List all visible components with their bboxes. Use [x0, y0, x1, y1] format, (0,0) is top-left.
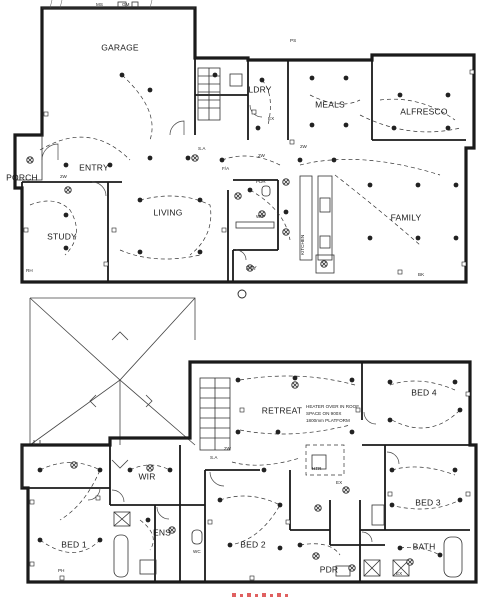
room-label-wip: WIP	[256, 214, 265, 219]
garage-door-swing	[169, 120, 185, 136]
room-label-alfresco: ALFRESCO	[400, 106, 448, 116]
tag-htr: HTR	[312, 466, 322, 471]
ground-downlights	[26, 154, 328, 272]
room-label-pty: PTY	[246, 266, 257, 272]
tag-2w-hall: 2W	[258, 153, 266, 158]
tag-2w-first: 2W	[224, 446, 232, 451]
bed3-door-swing	[386, 451, 400, 465]
room-label-garage: GARAGE	[101, 42, 139, 52]
room-label-ens: ENS	[153, 527, 171, 537]
room-label-bed4: BED 4	[411, 387, 437, 397]
room-label-bath: BATH	[413, 541, 436, 551]
room-label-retreat: RETREAT	[262, 405, 302, 415]
room-label-wir: WIR	[138, 471, 155, 481]
tag-ps: PS	[290, 38, 296, 43]
wip-shelves	[235, 221, 275, 229]
heater-unit	[311, 454, 327, 470]
entry-door-swing	[41, 143, 59, 161]
first-lights	[37, 375, 463, 558]
tag-2w-meals: 2W	[300, 144, 308, 149]
wir-door-swing	[111, 489, 125, 503]
label-ms: MS	[96, 2, 103, 7]
tag-ex: EX	[268, 116, 274, 121]
tag-bk: BK	[418, 272, 425, 277]
first-stair	[199, 377, 231, 451]
meter-box	[117, 1, 127, 9]
roof-lines	[29, 297, 196, 469]
pty-door-swing	[235, 249, 247, 261]
first-floor-plan: RETREAT BED 4 BED 3 WIR BED 1 ENS BED 2 …	[20, 297, 478, 584]
heater-platform	[305, 444, 345, 476]
room-label-kitchen: KITCHEN	[300, 235, 305, 255]
room-label-family: FAMILY	[391, 212, 422, 222]
porch-outline	[15, 135, 43, 181]
bath-door-swing	[361, 531, 373, 543]
red-stamp-mark	[232, 593, 288, 597]
kitchen-bench	[299, 175, 335, 274]
room-label-bed1: BED 1	[61, 539, 87, 549]
tag-ex-first: EX	[336, 480, 342, 485]
ground-wiring	[29, 74, 461, 260]
first-downlights	[70, 381, 414, 572]
ens-door-swing	[156, 506, 170, 520]
label-gm: GM	[122, 2, 130, 7]
gas-meter	[131, 1, 139, 9]
ground-inner-walls	[21, 55, 466, 282]
laundry-tub	[229, 73, 243, 87]
bathroom-fixtures	[113, 504, 463, 578]
room-label-wc: WC	[193, 549, 201, 554]
svg-text:1800mm PLATFORM: 1800mm PLATFORM	[306, 418, 350, 423]
room-label-porch: PORCH	[6, 172, 38, 182]
ground-stair	[197, 67, 221, 121]
svg-text:HEATER OVER IN ROOF: HEATER OVER IN ROOF	[306, 404, 359, 409]
first-hatch	[21, 440, 41, 488]
room-label-meals: MEALS	[315, 99, 345, 109]
bed2-door-swing	[209, 471, 225, 487]
external-light	[237, 289, 247, 299]
room-label-bed3: BED 3	[415, 497, 441, 507]
tag-sa-first: S.A	[210, 455, 218, 460]
room-label-pdr-ground: PDR	[256, 179, 266, 184]
bed4-door-swing	[363, 411, 377, 425]
tag-rh: RH	[26, 268, 33, 273]
tag-sa-ground: S.A	[198, 146, 206, 151]
svg-text:SPACE ON 900X: SPACE ON 900X	[306, 411, 341, 416]
tag-ph: PH	[58, 568, 64, 573]
room-label-study: STUDY	[47, 231, 77, 241]
first-power-points	[29, 391, 471, 581]
tag-fa: F/A	[222, 166, 230, 171]
room-label-living: LIVING	[153, 207, 182, 217]
room-label-bed2: BED 2	[240, 539, 266, 549]
heater-note: HEATER OVER IN ROOF SPACE ON 900X 1800mm…	[306, 404, 359, 423]
ground-power-points	[23, 69, 475, 275]
tag-2w-entry: 2W	[60, 174, 68, 179]
room-label-entry: ENTRY	[79, 162, 109, 172]
ground-outer-wall	[13, 6, 476, 284]
first-inner-walls	[28, 362, 470, 582]
first-wiring	[39, 375, 461, 556]
ground-lights	[63, 72, 459, 255]
room-label-pdr-first: PDR	[320, 564, 339, 574]
pdr-toilet	[261, 185, 271, 197]
study-door-swing	[91, 181, 107, 197]
tag-ex-bath: EX	[396, 571, 402, 576]
room-label-ldry: LDRY	[248, 84, 271, 94]
ground-floor-plan: GARAGE LDRY MEALS ALFRESCO PORCH ENTRY S…	[6, 0, 476, 299]
